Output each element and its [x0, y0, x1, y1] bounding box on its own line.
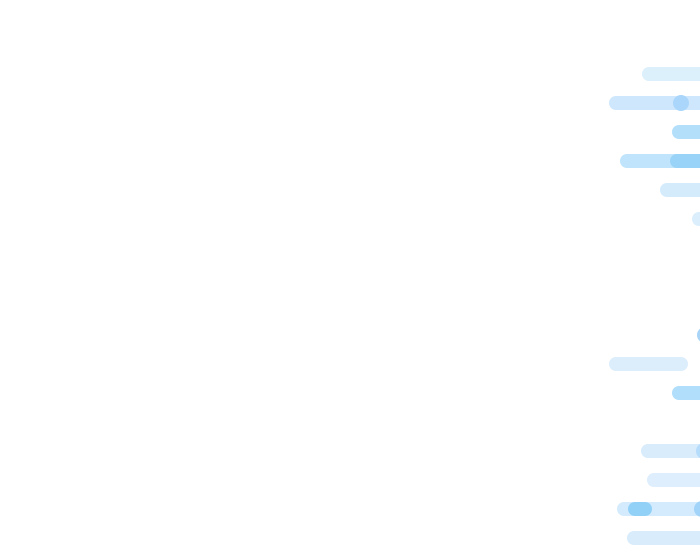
stripe-bar [609, 357, 688, 371]
stripe-dot [697, 327, 700, 343]
stripe-bar-overlay [628, 502, 652, 516]
stripe-bar [627, 531, 700, 545]
stripe-bar [641, 444, 700, 458]
stripe-bar [660, 183, 700, 197]
stripe-bar [672, 125, 700, 139]
stripe-bar [672, 386, 700, 400]
stripe-dot [696, 443, 700, 459]
stripe-bar [647, 473, 700, 487]
stripe-bar-overlay [670, 154, 700, 168]
stripe-bar [642, 67, 700, 81]
stripe-bar [692, 212, 700, 226]
stripe-dot [673, 95, 689, 111]
stripe-dot [694, 501, 700, 517]
